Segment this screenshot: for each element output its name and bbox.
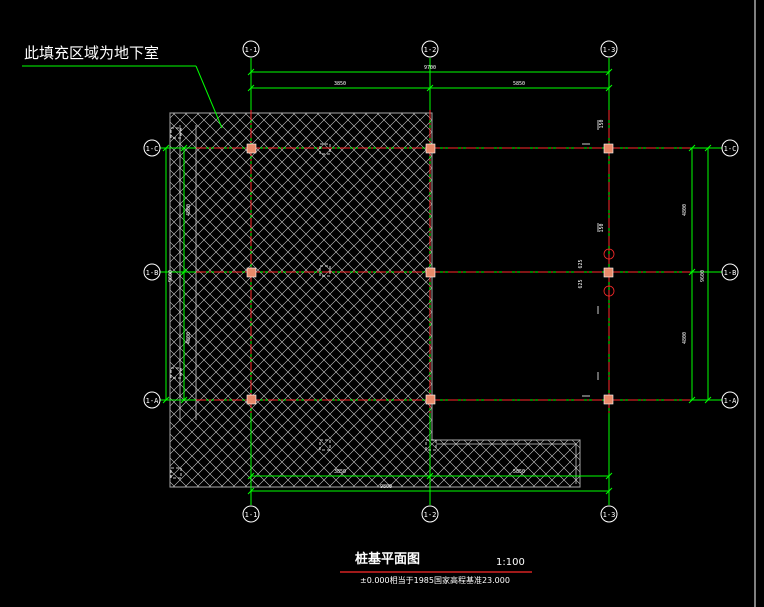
dim-left-upper: 4800 bbox=[186, 204, 192, 216]
axis-label: 1-C bbox=[146, 145, 159, 153]
pile-2B bbox=[425, 267, 436, 278]
dim-bottom-left: 3850 bbox=[334, 469, 346, 475]
dim-bottom-right: 5850 bbox=[513, 469, 525, 475]
axis-label: 1-2 bbox=[424, 46, 437, 54]
column-markers bbox=[170, 127, 437, 479]
axis-bubble-rowC-left: 1-C bbox=[143, 139, 161, 157]
pile-3B bbox=[603, 267, 614, 278]
dim-left-lower: 4800 bbox=[186, 332, 192, 344]
axis-label: 1-1 bbox=[245, 46, 258, 54]
axis-label: 1-A bbox=[724, 397, 737, 405]
dim-top-left: 3850 bbox=[334, 81, 346, 87]
axis-bubble-col1-top: 1-1 bbox=[242, 40, 260, 58]
axis-bubble-col3-bottom: 1-3 bbox=[600, 505, 618, 523]
axis-label: 1-1 bbox=[245, 511, 258, 519]
axis-bubble-rowA-right: 1-A bbox=[721, 391, 739, 409]
dim-left-total: 9600 bbox=[168, 270, 174, 282]
dim-right-lower: 4800 bbox=[682, 332, 688, 344]
drawing-title: 桩基平面图 bbox=[355, 551, 420, 567]
dim-pile-offset: 625 bbox=[578, 259, 584, 268]
pile-caps bbox=[246, 143, 614, 405]
axis-label: 1-B bbox=[724, 269, 737, 277]
axis-bubble-col1-bottom: 1-1 bbox=[242, 505, 260, 523]
pile-2C bbox=[425, 143, 436, 154]
drawing-title-block: 桩基平面图 1:100 ±0.000相当于1985国家高程基准23.000 bbox=[340, 551, 532, 585]
pile-detail-marks bbox=[582, 120, 599, 397]
basement-annotation-text: 此填充区域为地下室 bbox=[24, 44, 159, 62]
pile-3C bbox=[603, 143, 614, 154]
pile-1B bbox=[246, 267, 257, 278]
dim-pile-offset: 625 bbox=[578, 279, 584, 288]
axis-bubble-rowB-right: 1-B bbox=[721, 263, 739, 281]
basement-hatch-area bbox=[169, 112, 581, 488]
pile-3A bbox=[603, 394, 614, 405]
dim-pile-offset: 150 bbox=[599, 223, 605, 232]
axis-bubble-col2-top: 1-2 bbox=[421, 40, 439, 58]
axis-label: 1-3 bbox=[603, 511, 616, 519]
dim-bottom-total: 9800 bbox=[380, 484, 392, 490]
axis-label: 1-2 bbox=[424, 511, 437, 519]
dim-right-upper: 4800 bbox=[682, 204, 688, 216]
axis-label: 1-A bbox=[146, 397, 159, 405]
dim-right-total: 9600 bbox=[700, 270, 706, 282]
pile-2A bbox=[425, 394, 436, 405]
axis-bubble-col3-top: 1-3 bbox=[600, 40, 618, 58]
drawing-subtitle: ±0.000相当于1985国家高程基准23.000 bbox=[360, 575, 510, 585]
dimension-labels: 9700 3850 5850 3850 5850 9800 4800 9600 … bbox=[168, 65, 706, 490]
axis-bubble-col2-bottom: 1-2 bbox=[421, 505, 439, 523]
pile-1A bbox=[246, 394, 257, 405]
axis-centerlines bbox=[196, 110, 690, 415]
axis-bubble-rowB-left: 1-B bbox=[143, 263, 161, 281]
axis-label: 1-3 bbox=[603, 46, 616, 54]
axis-label: 1-C bbox=[724, 145, 737, 153]
dim-top-right: 5850 bbox=[513, 81, 525, 87]
dim-pile-offset: 150 bbox=[599, 119, 605, 128]
pile-1C bbox=[246, 143, 257, 154]
axis-bubble-rowA-left: 1-A bbox=[143, 391, 161, 409]
axis-bubbles: 1-1 1-2 1-3 1-1 1-2 1-3 1-C 1-B bbox=[143, 40, 739, 523]
axis-bubble-rowC-right: 1-C bbox=[721, 139, 739, 157]
axis-label: 1-B bbox=[146, 269, 159, 277]
pile-circles bbox=[603, 248, 615, 297]
dimension-ticks bbox=[162, 68, 712, 495]
drawing-scale: 1:100 bbox=[496, 557, 525, 568]
dim-top-total: 9700 bbox=[424, 65, 436, 71]
